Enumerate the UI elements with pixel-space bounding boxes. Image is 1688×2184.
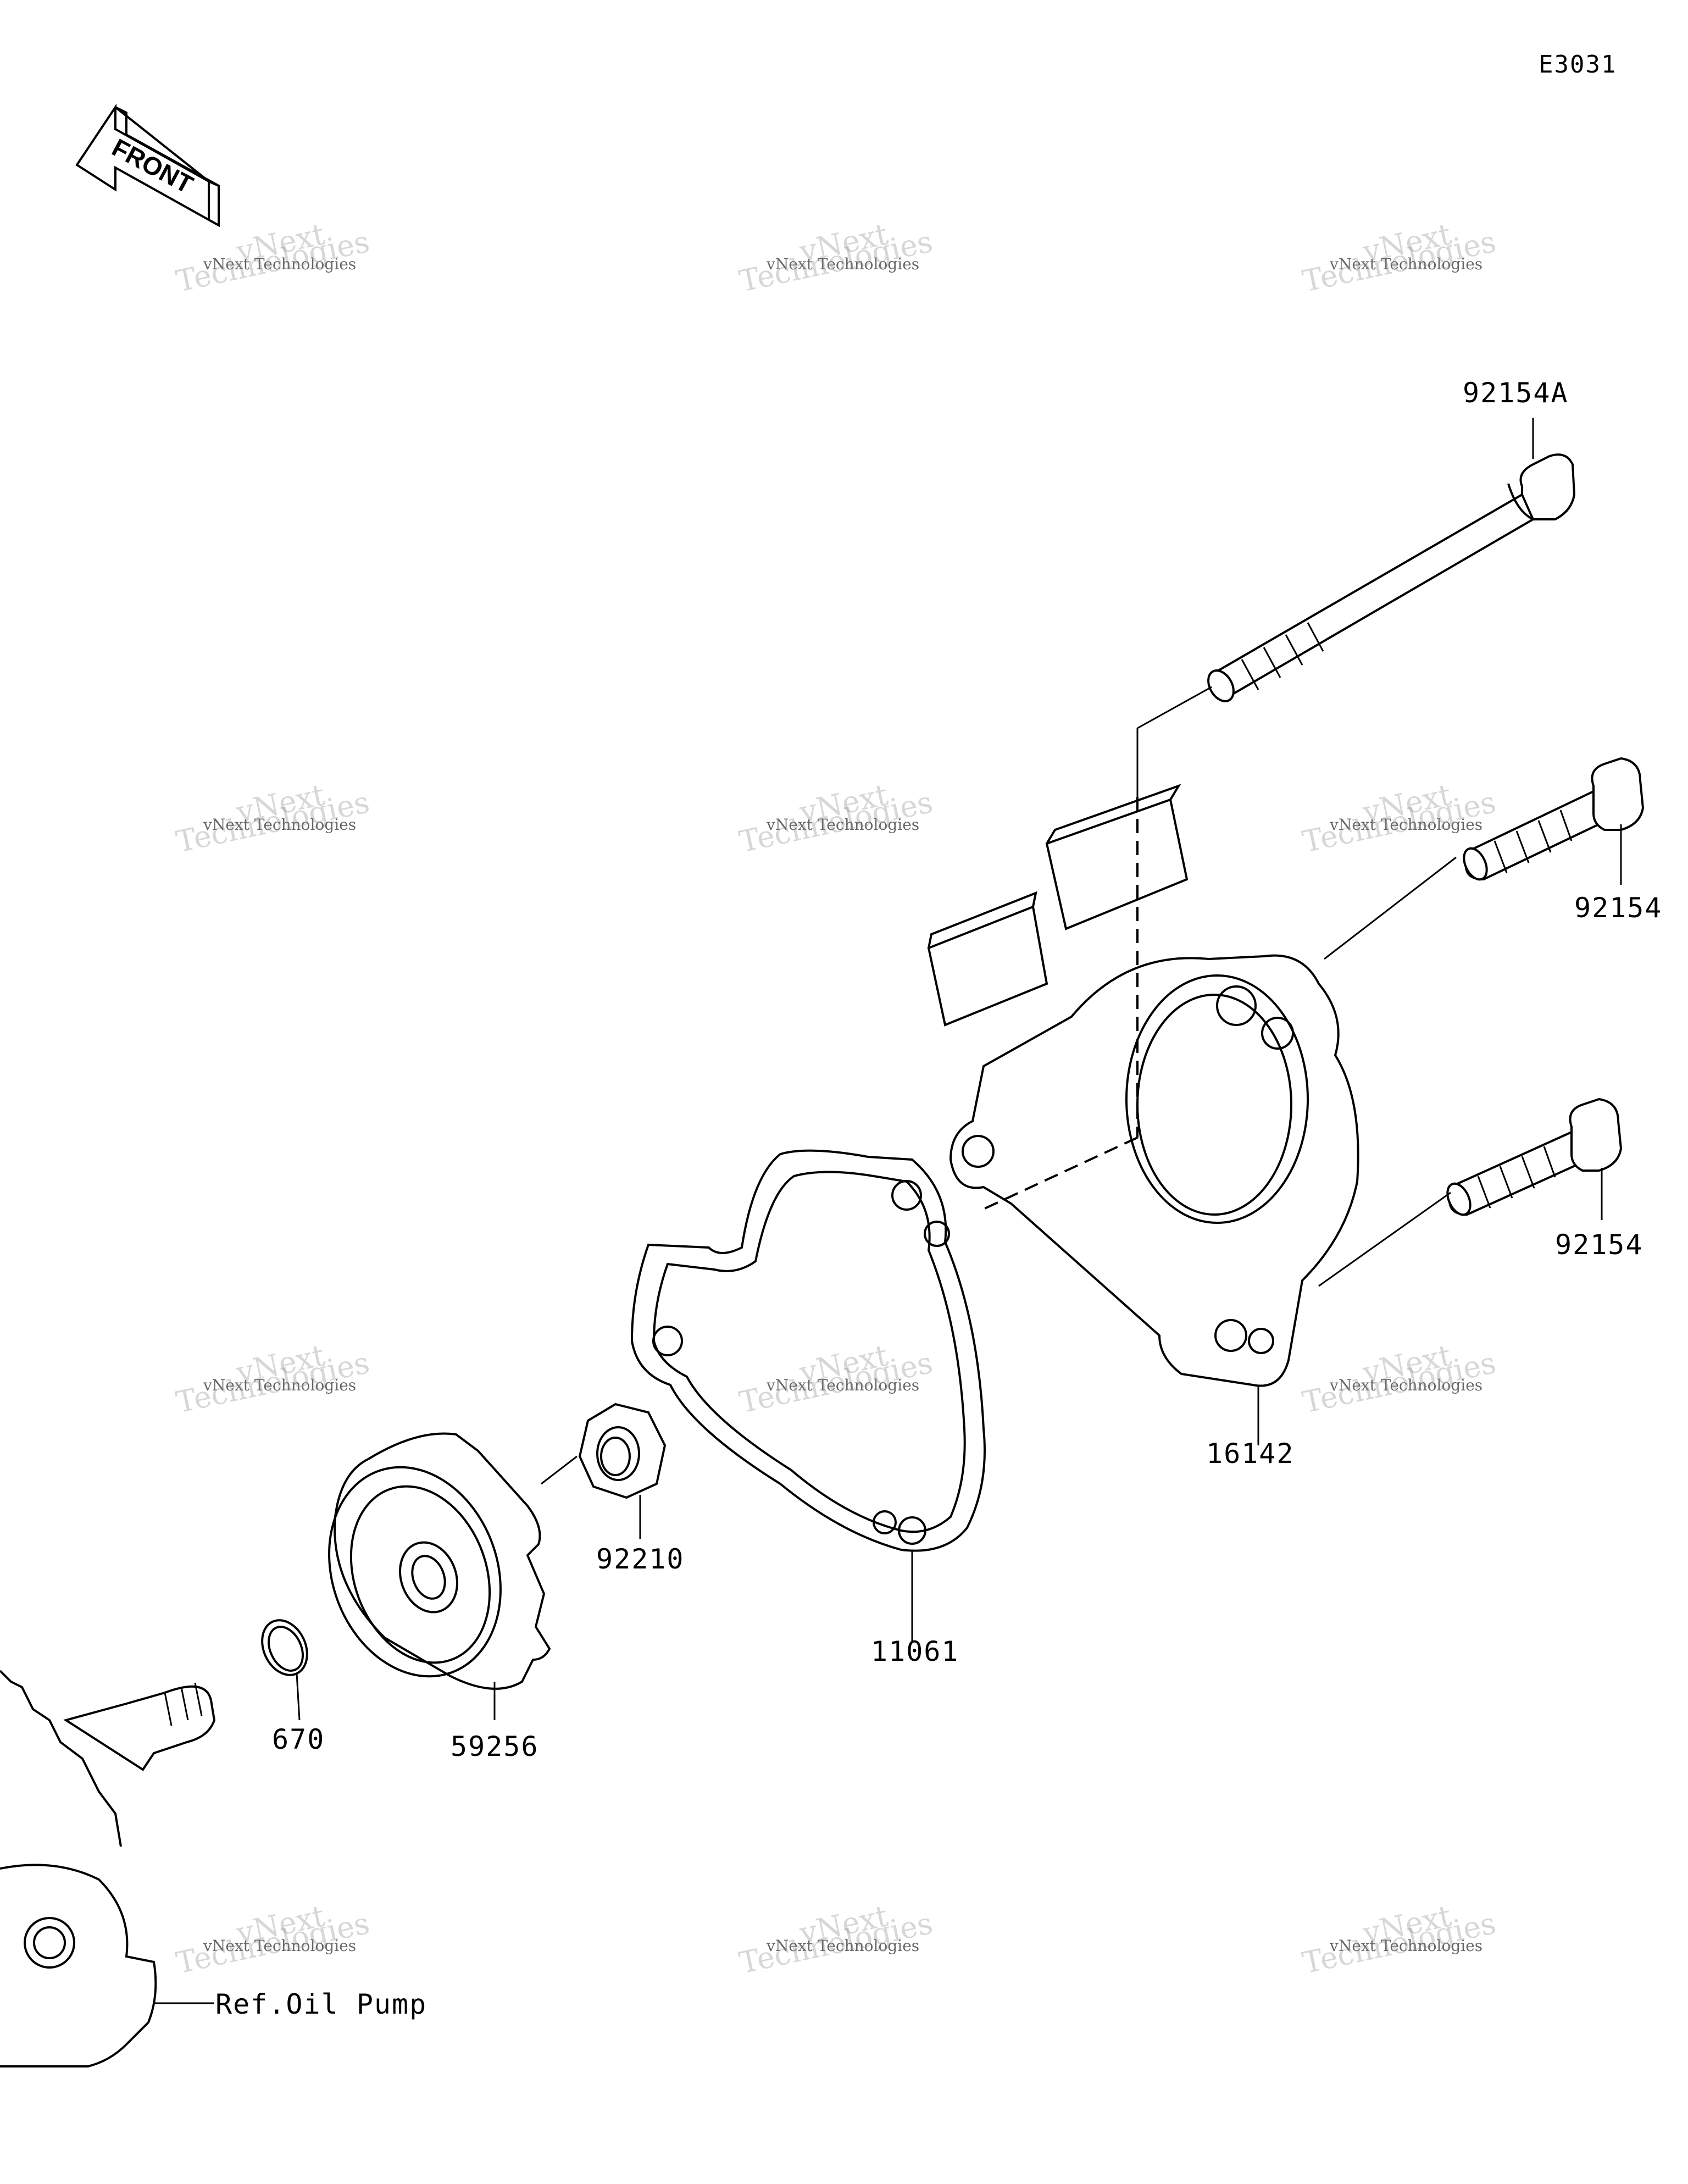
o-ring-670 <box>254 1613 316 1682</box>
impeller-59256 <box>301 1433 549 1700</box>
part-label-92154-upper: 92154 <box>1574 892 1663 924</box>
part-label-11061: 11061 <box>871 1636 959 1667</box>
long-bolt-92154a <box>1203 454 1574 706</box>
part-label-92154a: 92154A <box>1463 377 1569 409</box>
gasket-11061 <box>632 1151 985 1551</box>
front-arrow-icon: FRONT <box>77 107 219 225</box>
leader-lines <box>154 418 1621 2003</box>
upper-bolt-92154 <box>1459 758 1643 883</box>
water-pump-cover-16142 <box>929 786 1358 1386</box>
part-label-59256: 59256 <box>451 1731 539 1762</box>
part-label-92154-lower: 92154 <box>1555 1229 1643 1261</box>
diagram-code: E3031 <box>1539 51 1617 79</box>
oil-pump-reference-drawing <box>0 1671 214 2066</box>
part-label-670: 670 <box>272 1723 325 1755</box>
nut-92210 <box>580 1404 665 1498</box>
part-label-92210: 92210 <box>596 1543 685 1575</box>
part-label-ref-oil-pump: Ref.Oil Pump <box>215 1988 427 2020</box>
part-label-16142: 16142 <box>1206 1438 1295 1470</box>
lower-bolt-92154 <box>1443 1099 1621 1218</box>
